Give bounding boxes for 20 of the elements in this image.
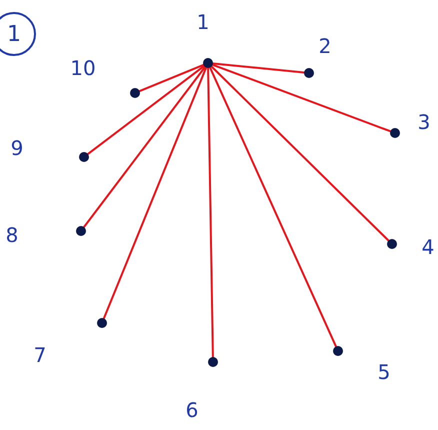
node-number: 4 [422,237,434,257]
connector-line [209,66,337,348]
node-number: 5 [378,362,390,382]
node-number: 3 [418,112,430,132]
node-number: 9 [10,138,24,158]
node-number: 1 [196,12,210,32]
node-number: 6 [186,400,198,420]
connector-line [138,64,204,92]
node-number: 7 [34,345,46,365]
node-number: 2 [318,36,332,56]
connector-line [212,64,392,132]
connector-line [86,65,206,155]
connector-line [212,62,306,74]
connector-line [207,67,214,358]
circled-number: 1 [0,12,36,56]
node-number: 10 [70,58,96,78]
connector-line [102,66,208,320]
node-number: 8 [6,225,18,245]
connector-line [210,66,390,242]
connector-line [83,66,206,228]
